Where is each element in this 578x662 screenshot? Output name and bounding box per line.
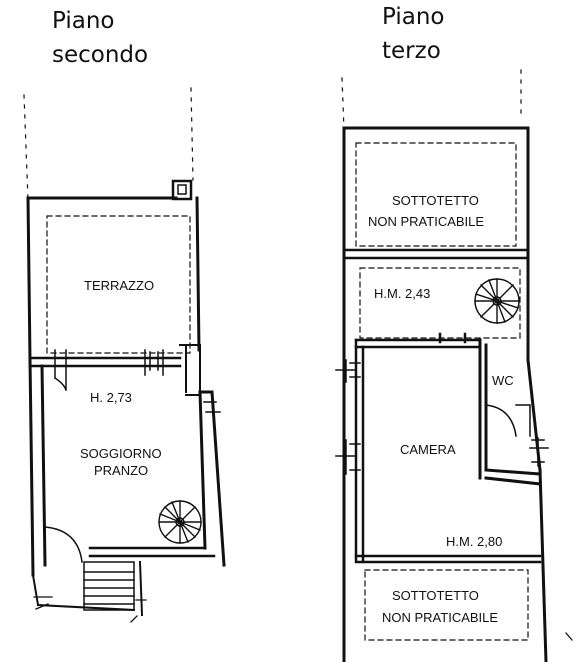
camera-left-wall [354, 338, 365, 562]
window-right [144, 349, 164, 376]
property-boundary [341, 69, 522, 131]
left-floor-plan [23, 87, 226, 623]
staircase [83, 561, 135, 611]
heading-line: Piano [52, 8, 115, 34]
room-bottom-wall [88, 546, 216, 558]
spiral-stair-left [158, 500, 202, 544]
small-room-wall-top [342, 248, 530, 260]
wc-door [485, 404, 531, 437]
window-left-top [335, 359, 361, 383]
room-right-wall [198, 390, 226, 567]
wc-label: WC [492, 373, 514, 388]
attic-bottom-area [364, 569, 529, 641]
camera-label: CAMERA [400, 442, 456, 457]
window-left [53, 349, 67, 391]
wc-wall [478, 338, 542, 486]
chimney [171, 179, 193, 201]
attic-top-label-line2: NON PRATICABILE [368, 214, 484, 229]
stair-wall [31, 560, 144, 617]
height-small-room-label: H.M. 2,43 [374, 286, 430, 301]
outer-wall [342, 126, 548, 662]
room-label-line1: SOGGIORNO [80, 446, 162, 461]
heading-line: Piano [382, 4, 445, 30]
terrace-wall [26, 196, 201, 362]
room-label-line2: PRANZO [94, 463, 148, 478]
height-room-label: H.M. 2,80 [446, 534, 502, 549]
property-boundary [23, 87, 194, 201]
right-floor-plan [335, 69, 573, 662]
heading-line: terzo [382, 38, 441, 64]
height-label-left: H. 2,73 [90, 390, 132, 405]
left-plan-labels: TERRAZZO H. 2,73 SOGGIORNO PRANZO [80, 278, 162, 478]
entry-door [44, 526, 83, 563]
attic-bottom-label-line2: NON PRATICABILE [382, 610, 498, 625]
small-room-wall-bottom [354, 332, 482, 349]
heading-line: secondo [52, 42, 149, 68]
terrace-label: TERRAZZO [84, 278, 154, 293]
chimney-inner [177, 184, 187, 195]
room-left-wall [28, 358, 47, 577]
window-right-wc [529, 437, 549, 467]
entry-marks [33, 596, 147, 623]
camera-bottom-wall [354, 554, 542, 564]
room-right-door-mark [203, 401, 221, 413]
spiral-stair-right [474, 278, 520, 324]
right-plan-labels: SOTTOTETTO NON PRATICABILE H.M. 2,43 WC … [368, 193, 514, 625]
attic-top-area [355, 142, 517, 247]
terrace-area [46, 215, 191, 354]
balcony-door [179, 344, 201, 396]
attic-top-label-line1: SOTTOTETTO [392, 193, 479, 208]
window-left-bottom [335, 439, 361, 475]
heading-piano-secondo: Piano secondo [52, 4, 148, 72]
edge-mark [565, 632, 573, 641]
heading-piano-terzo: Piano terzo [382, 0, 445, 68]
attic-bottom-label-line1: SOTTOTETTO [392, 588, 479, 603]
